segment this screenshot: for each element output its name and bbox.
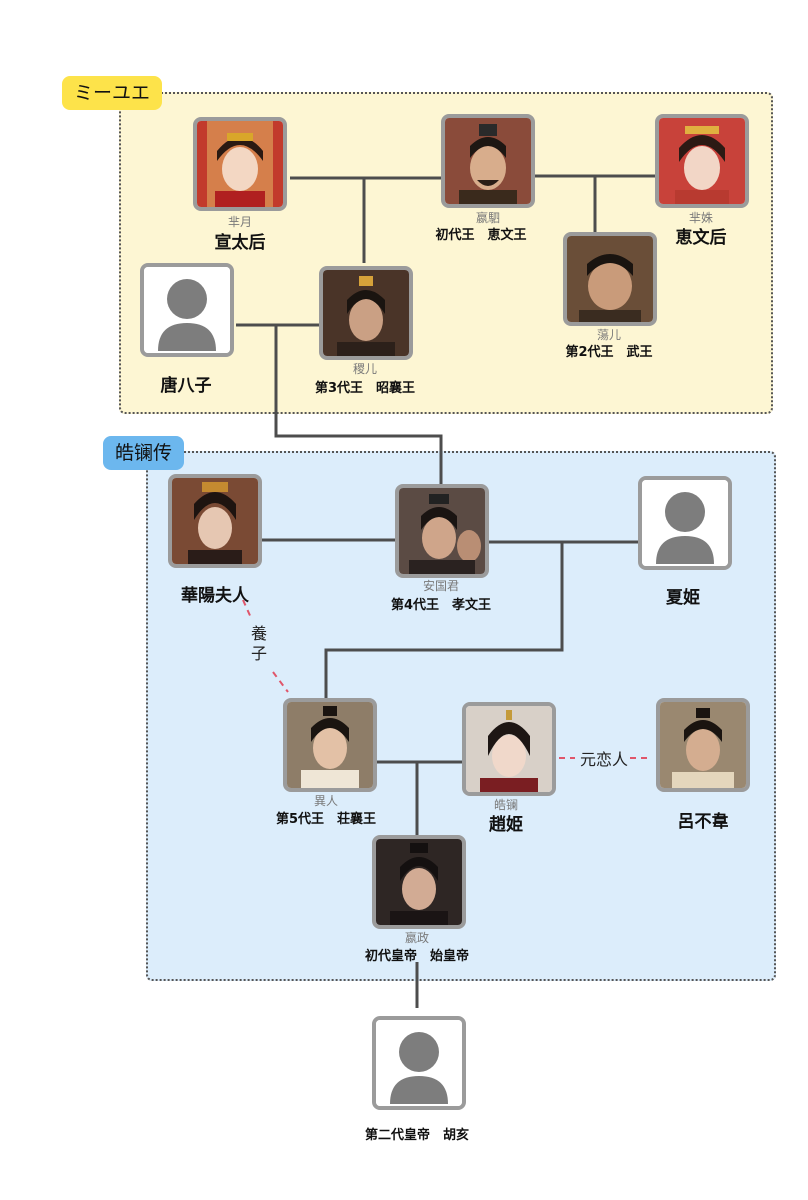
huiwen-title: 恵文后 [675, 228, 727, 248]
portrait-dang [563, 232, 657, 326]
anguo-title: 第4代王 孝文王 [390, 598, 492, 613]
ji2-personal-name: 稷儿 [352, 362, 378, 376]
descent-line-anguo [274, 325, 443, 484]
portrait-zheng [372, 835, 466, 929]
yiren-title: 第5代王 荘襄王 [275, 812, 377, 827]
xuan-title: 宣太后 [214, 233, 266, 253]
dang-title: 第2代王 武王 [565, 345, 653, 360]
lv-title: 呂不韋 [677, 812, 729, 832]
ji2-title: 第3代王 昭襄王 [314, 381, 416, 396]
dang-personal-name: 蕩儿 [596, 328, 622, 342]
anguo-personal-name: 安国君 [422, 579, 460, 593]
portrait-anguo [395, 484, 489, 578]
portrait-tang-placeholder [140, 263, 234, 357]
zheng-title: 初代皇帝 始皇帝 [364, 949, 470, 964]
portrait-ji [441, 114, 535, 208]
portrait-huiwen [655, 114, 749, 208]
ji-personal-name: 嬴駟 [475, 211, 501, 225]
portrait-lv [656, 698, 750, 792]
former-lover-label: 元恋人 [580, 750, 629, 769]
yiren-personal-name: 異人 [313, 794, 339, 808]
huhai-title: 第二代皇帝 胡亥 [364, 1128, 470, 1143]
zheng-personal-name: 嬴政 [404, 931, 430, 945]
huiwen-personal-name: 芈姝 [688, 211, 714, 225]
zhao-personal-name: 皓镧 [493, 798, 519, 812]
descent-line-yiren [324, 542, 564, 698]
portrait-huhai-placeholder [372, 1016, 466, 1110]
ji-title: 初代王 恵文王 [435, 228, 527, 243]
portrait-zhao [462, 702, 556, 796]
xuan-personal-name: 芈月 [227, 215, 253, 229]
adoption-dash-lower [272, 671, 289, 693]
xia-title: 夏姫 [666, 588, 700, 608]
haolan-section-label: 皓镧传 [103, 436, 185, 470]
huayang-title: 華陽夫人 [181, 586, 249, 606]
portrait-xuan [193, 117, 287, 211]
tang-title: 唐八子 [160, 376, 212, 396]
adoption-dash-upper [242, 599, 253, 621]
portrait-ji2 [319, 266, 413, 360]
portrait-xia-placeholder [638, 476, 732, 570]
portrait-huayang [168, 474, 262, 568]
zhao-title: 趙姫 [489, 815, 523, 835]
adopted-label: 養子 [251, 624, 268, 663]
portrait-yiren [283, 698, 377, 792]
miyue-section-label: ミーユエ [62, 76, 163, 110]
